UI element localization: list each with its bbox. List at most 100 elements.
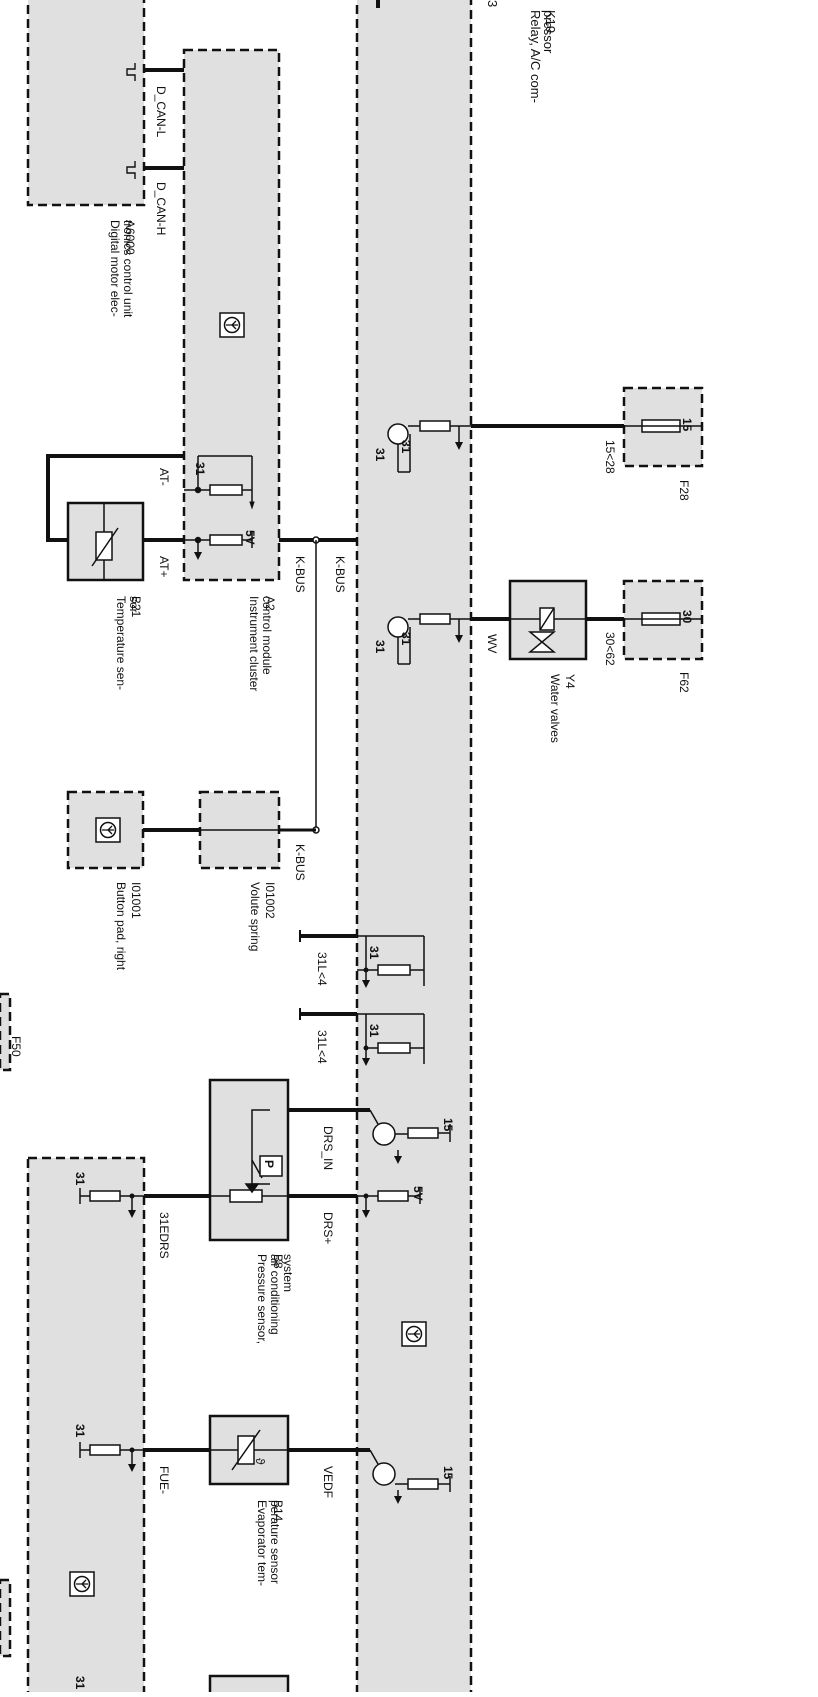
b21-thermistor-icon xyxy=(91,503,119,580)
svg-text:Pressure sensor,: Pressure sensor, xyxy=(255,1254,269,1344)
main-control-unit-panel xyxy=(355,0,473,1697)
svg-text:15: 15 xyxy=(441,1466,455,1480)
b8-name: Pressure sensor, air conditioning system xyxy=(255,1254,295,1344)
edge-box-f50-label: F50 xyxy=(9,1036,23,1057)
wv-label: WV xyxy=(485,634,499,653)
y4-name: Water valves xyxy=(548,674,562,743)
svg-text:ϑ: ϑ xyxy=(253,1458,267,1465)
svg-text:tronics control unit: tronics control unit xyxy=(121,220,135,318)
svg-text:perature sensor: perature sensor xyxy=(268,1500,282,1584)
driver-f28-pin-31b: 31 xyxy=(373,448,387,462)
f62-pin: 30 xyxy=(680,610,694,624)
svg-text:FUE-: FUE- xyxy=(157,1466,171,1494)
ground-pin-31l4-b xyxy=(299,1008,425,1064)
svg-text:I01001: I01001 xyxy=(129,882,143,919)
svg-text:15: 15 xyxy=(680,418,694,432)
at-minus-label: AT- xyxy=(157,468,171,486)
svg-text:system: system xyxy=(281,1254,295,1292)
vedf-label: VEDF xyxy=(321,1466,335,1498)
svg-text:31EDRS: 31EDRS xyxy=(157,1212,171,1259)
svg-text:B8: B8 xyxy=(271,1254,285,1269)
b8-p-icon xyxy=(259,1155,283,1177)
svg-text:AT+: AT+ xyxy=(157,556,171,577)
b8-label: B8 xyxy=(271,1254,285,1269)
31edrs-pin-31: 31 xyxy=(73,1172,87,1186)
svg-text:3: 3 xyxy=(485,0,500,7)
drs-in-transistor xyxy=(369,1109,451,1160)
svg-text:Volute spring: Volute spring xyxy=(248,882,262,951)
svg-text:A6000: A6000 xyxy=(123,220,137,255)
svg-text:30<62: 30<62 xyxy=(603,632,617,666)
k-bus-label-a2: K-BUS xyxy=(293,556,307,593)
fue-resistor xyxy=(79,1442,144,1466)
svg-text:Instrument cluster: Instrument cluster xyxy=(247,596,261,691)
svg-text:31: 31 xyxy=(73,1676,87,1690)
drs-in-label: DRS_IN xyxy=(321,1126,335,1170)
svg-text:31: 31 xyxy=(373,640,387,654)
f62-wire-label: 30<62 xyxy=(603,632,617,666)
svg-text:D_CAN-H: D_CAN-H xyxy=(154,182,168,235)
i01002-name: Volute spring xyxy=(248,882,262,951)
d-can-l-label: D_CAN-L xyxy=(154,86,168,138)
a2-ground-arrow xyxy=(249,501,255,510)
svg-text:A2: A2 xyxy=(263,596,277,611)
svg-text:31L<4: 31L<4 xyxy=(315,1030,329,1064)
svg-text:K19: K19 xyxy=(543,10,558,33)
svg-text:Button pad, right: Button pad, right xyxy=(114,882,128,971)
vedf-transistor xyxy=(369,1449,451,1500)
b14-label: B14 xyxy=(271,1500,285,1522)
svg-text:F50: F50 xyxy=(9,1036,23,1057)
svg-text:K-BUS: K-BUS xyxy=(293,556,307,593)
edge-box-f50 xyxy=(0,992,12,1072)
a2-pullup-arrow xyxy=(194,552,202,560)
a2-controller-icon xyxy=(219,312,245,338)
svg-text:pressor: pressor xyxy=(541,10,556,54)
i01002-label: I01002 xyxy=(263,882,277,919)
b14-thermistor-icon xyxy=(210,1429,288,1471)
vedf-pin-15: 15 xyxy=(441,1466,455,1480)
drs-plus-pin-5v: 5V xyxy=(411,1186,425,1201)
driver-f62-arrow xyxy=(455,635,463,643)
drs-in-pin-15: 15 xyxy=(441,1118,455,1132)
31edrs-label: 31EDRS xyxy=(157,1212,171,1259)
top-edge-number: 3 xyxy=(485,0,500,7)
f62-label: F62 xyxy=(677,672,691,693)
a6000-box xyxy=(26,0,146,207)
svg-text:5V: 5V xyxy=(411,1186,425,1201)
a2-name: Instrument cluster control module xyxy=(247,596,274,691)
svg-text:WV: WV xyxy=(485,634,499,653)
k19-name: Relay, A/C com- pressor xyxy=(528,10,556,103)
k-bus-label-i01002: K-BUS xyxy=(293,844,307,881)
ground-pin-a-label: 31L<4 xyxy=(315,952,329,986)
f28-fuse-icon xyxy=(624,419,702,433)
svg-text:5V: 5V xyxy=(243,530,257,545)
svg-text:31: 31 xyxy=(367,946,381,960)
svg-text:DRS+: DRS+ xyxy=(321,1212,335,1244)
f62-fuse-icon xyxy=(624,612,702,626)
svg-text:31: 31 xyxy=(73,1424,87,1438)
svg-text:31: 31 xyxy=(193,462,207,476)
b21-label: B21 xyxy=(129,596,143,618)
a6000-label: A6000 xyxy=(123,220,137,255)
f28-label: F28 xyxy=(677,480,691,501)
i01001-controller-icon xyxy=(95,817,121,843)
svg-text:F28: F28 xyxy=(677,480,691,501)
svg-text:K-BUS: K-BUS xyxy=(293,844,307,881)
svg-text:31: 31 xyxy=(367,1024,381,1038)
svg-text:Temperature sen-: Temperature sen- xyxy=(114,596,128,690)
svg-text:F62: F62 xyxy=(677,672,691,693)
svg-text:control module: control module xyxy=(260,596,274,675)
svg-text:Water valves: Water valves xyxy=(548,674,562,743)
svg-text:30: 30 xyxy=(680,610,694,624)
svg-text:31: 31 xyxy=(399,632,413,646)
b14-name: Evaporator tem- perature sensor xyxy=(255,1500,282,1586)
ground-pin-a-31: 31 xyxy=(367,946,381,960)
svg-text:Evaporator tem-: Evaporator tem- xyxy=(255,1500,269,1586)
svg-text:Relay, A/C com-: Relay, A/C com- xyxy=(528,10,543,103)
svg-text:15: 15 xyxy=(441,1118,455,1132)
svg-text:B21: B21 xyxy=(129,596,143,618)
y4-label: Y4 xyxy=(563,674,577,689)
fue-label: FUE- xyxy=(157,1466,171,1494)
main-panel-edge-mark xyxy=(376,0,380,8)
